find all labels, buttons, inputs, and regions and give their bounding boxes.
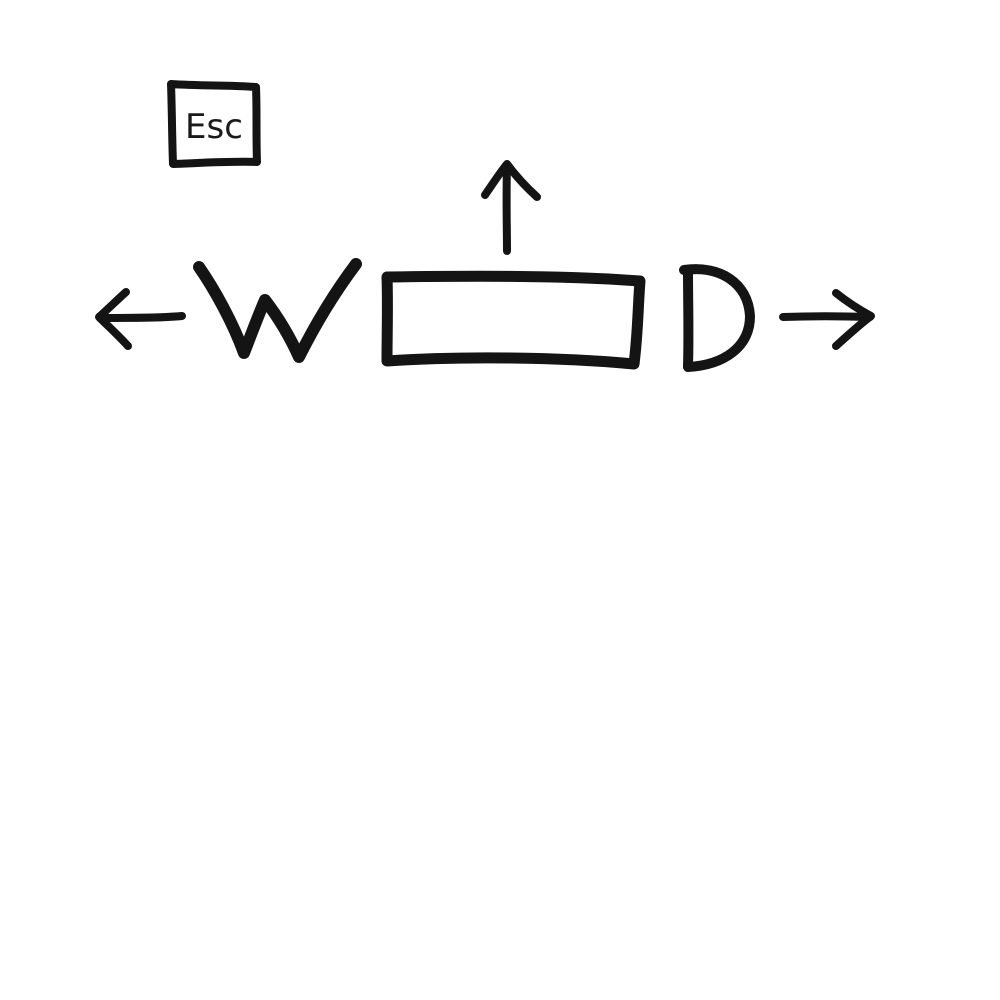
d-letter: D xyxy=(679,264,755,372)
spacebar-icon xyxy=(381,270,646,370)
w-letter-label: W xyxy=(278,317,279,319)
arrow-left-icon xyxy=(95,288,186,350)
arrow-up-icon xyxy=(481,160,541,255)
esc-key-label: Esc xyxy=(185,107,243,147)
w-letter: W xyxy=(193,258,362,363)
arrow-right-icon xyxy=(779,289,875,350)
esc-key-icon: Esc xyxy=(167,80,261,168)
d-letter-label: D xyxy=(718,319,719,321)
